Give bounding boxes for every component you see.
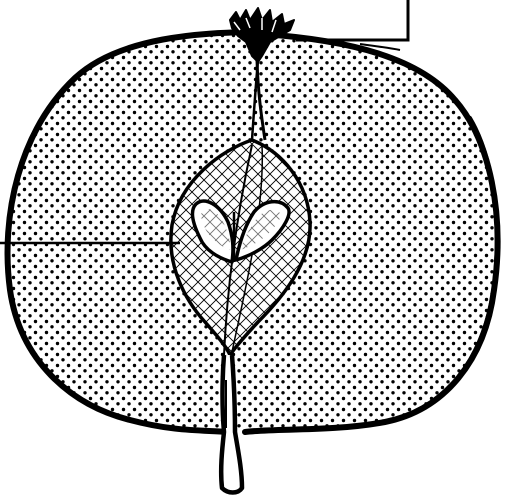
apple-cross-section-svg	[0, 0, 509, 500]
apple-diagram	[0, 0, 509, 500]
